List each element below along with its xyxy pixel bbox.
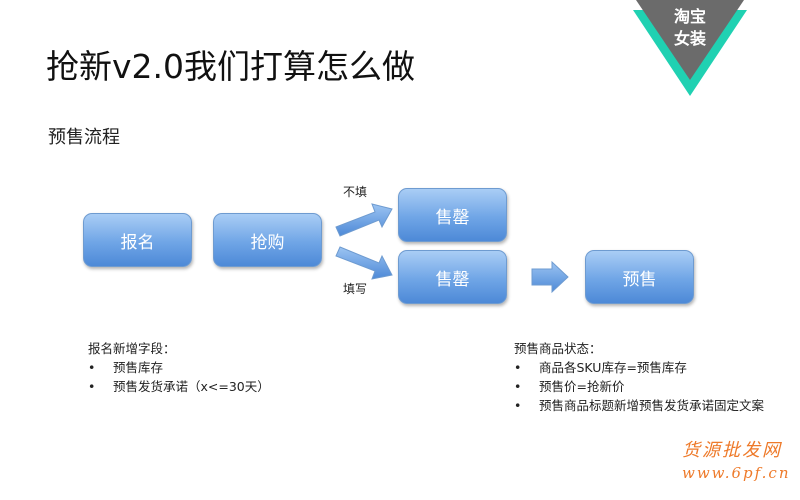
bullet: • [88,360,96,375]
list-item: • 商品各SKU库存=预售库存 [514,358,764,377]
arrow-right-icon [531,260,569,294]
bullet: • [514,379,522,394]
flow-step-soldout-top: 售罄 [398,188,507,242]
bullet: • [514,360,522,375]
flow-step-grab: 抢购 [213,213,322,267]
watermark-line1: 货源批发网 [682,440,782,461]
bullet: • [514,398,522,413]
brand-logo [633,0,747,96]
arrow-down-right-icon [335,246,393,280]
note-heading: 报名新增字段： [88,341,176,356]
bullet: • [88,379,96,394]
list-item: • 预售库存 [88,358,270,377]
list-item: • 预售商品标题新增预售发货承诺固定文案 [514,396,764,415]
slide-title: 抢新v2.0我们打算怎么做 [46,47,416,86]
brand-logo-text: 淘宝 女装 [660,6,720,50]
list-item-text: 商品各SKU库存=预售库存 [539,360,687,375]
list-item-text: 预售商品标题新增预售发货承诺固定文案 [539,398,765,413]
label-not-fill: 不填 [343,185,368,199]
watermark: 货源批发网 www.6pf.cn [682,440,791,484]
list-item: • 预售发货承诺（x<=30天） [88,377,270,396]
list-item: • 预售价=抢新价 [514,377,764,396]
branch-arrows-icon [335,203,393,280]
section-subtitle: 预售流程 [48,127,120,148]
list-item-text: 预售价=抢新价 [539,379,625,394]
flow-step-soldout-bottom: 售罄 [398,250,507,304]
presale-status-note: 预售商品状态： • 商品各SKU库存=预售库存 • 预售价=抢新价 • 预售商品标题新… [514,339,764,415]
logo-line1: 淘宝 [673,7,706,26]
label-fill: 填写 [343,282,368,296]
logo-line2: 女装 [673,29,706,48]
signup-fields-note: 报名新增字段： • 预售库存 • 预售发货承诺（x<=30天） [88,339,270,396]
arrow-up-right-icon [335,203,393,237]
flow-step-signup: 报名 [83,213,192,267]
list-item-text: 预售库存 [113,360,164,375]
flow-step-presale: 预售 [585,250,694,304]
watermark-line2: www.6pf.cn [682,464,791,482]
note-heading: 预售商品状态： [514,341,602,356]
list-item-text: 预售发货承诺（x<=30天） [113,379,270,394]
